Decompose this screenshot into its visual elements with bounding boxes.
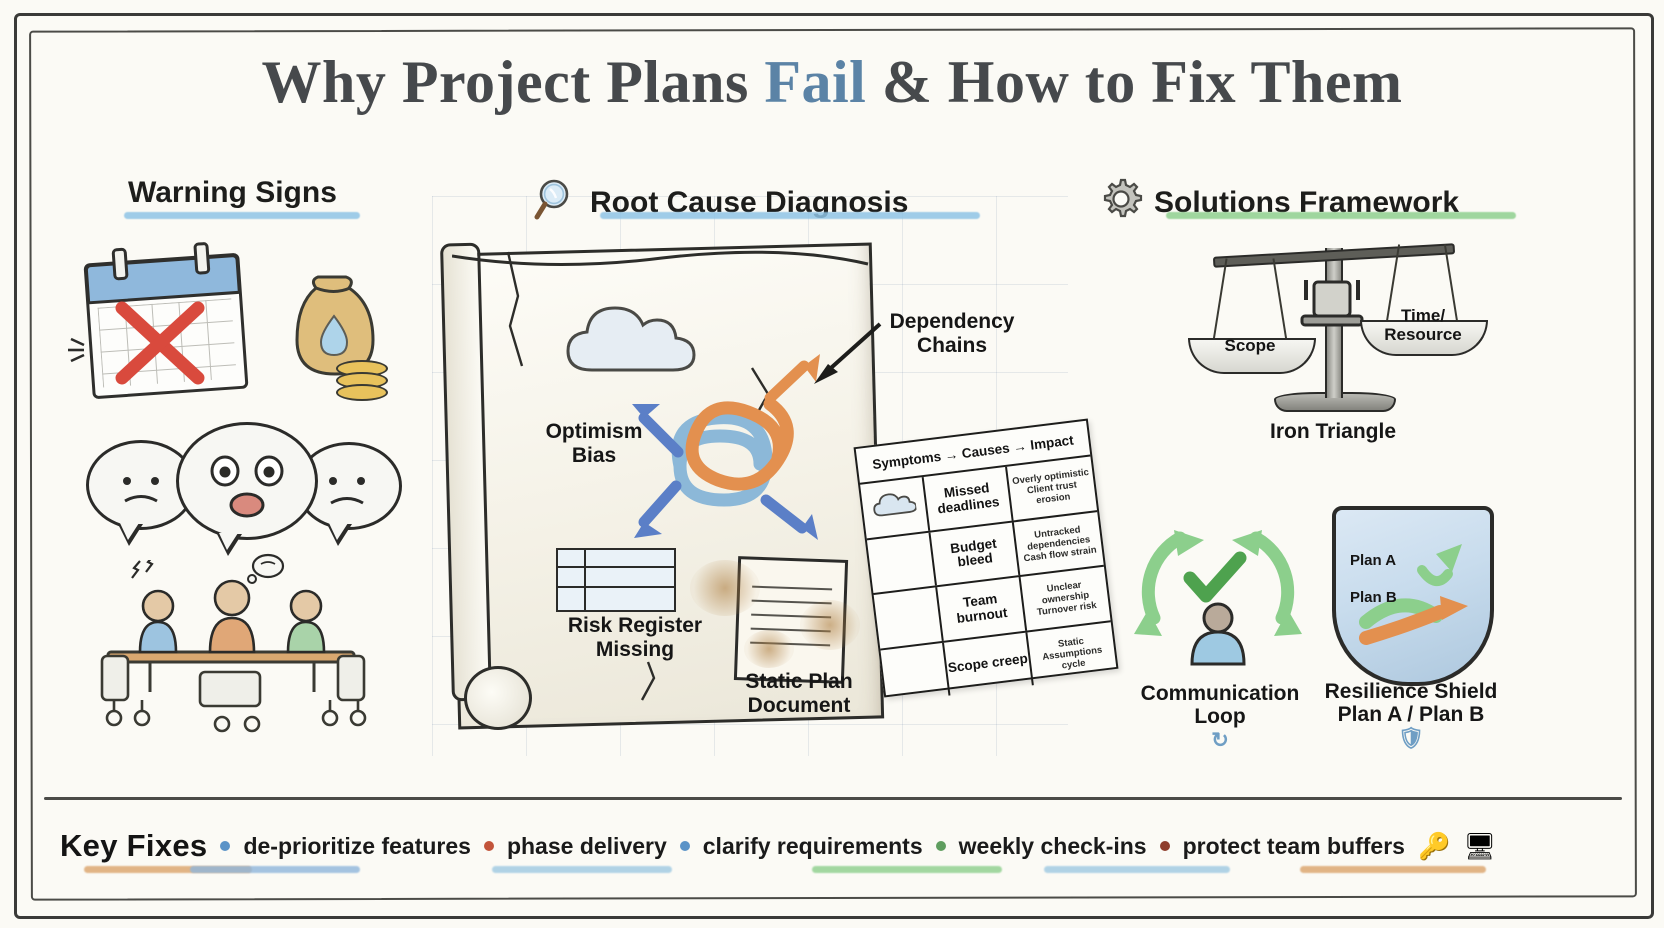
symptom-cell	[880, 642, 951, 704]
bullet-dot	[1159, 841, 1170, 851]
key-fix-underline	[84, 866, 252, 873]
impact-cell: Overly optimistic Client trust erosion	[1011, 467, 1090, 507]
key-fix-underline	[1300, 866, 1486, 873]
symptom-cell	[873, 587, 944, 649]
key-fix-item: de-prioritize features	[243, 832, 471, 859]
section-label-warning-signs: Warning Signs	[128, 176, 337, 209]
key-fix-underline	[492, 866, 672, 873]
underline-warning-signs	[124, 212, 360, 219]
label-risk-register-missing: Risk Register Missing	[567, 614, 703, 661]
coffee-stain	[744, 630, 794, 668]
label-dependency-chains: Dependency Chains	[889, 310, 1015, 357]
gear-icon	[1098, 176, 1144, 230]
symptom-cell	[860, 476, 931, 538]
symptom-cell	[866, 532, 937, 593]
key-icon: 🔑	[1417, 830, 1451, 861]
bullet-dot	[679, 841, 690, 851]
title-part-1: Why Project Plans	[261, 49, 765, 115]
key-fix-underline	[812, 866, 1002, 873]
bullet-dot	[483, 841, 494, 851]
key-fix-item: clarify requirements	[702, 832, 923, 859]
worried-face-bubble-center	[176, 422, 318, 556]
page-title: Why Project Plans Fail & How to Fix Them	[0, 48, 1664, 117]
label-resilience-shield: Resilience Shield Plan A / Plan B 🛡	[1324, 679, 1498, 750]
coin-icon	[336, 384, 388, 401]
symptoms-causes-impact-table: Symptoms → Causes → Impact Missed deadli…	[853, 418, 1119, 704]
label-iron-triangle: Iron Triangle	[1269, 420, 1397, 443]
cause-cell: Team burnout	[937, 576, 1028, 641]
cause-cell: Missed deadlines	[923, 466, 1014, 531]
key-fix-item: weekly check-ins	[958, 832, 1147, 859]
scale-pan-left	[1188, 338, 1316, 374]
dependency-knot-illustration	[620, 346, 870, 566]
cloud-icon	[871, 490, 918, 524]
scroll-bottom-curl	[464, 666, 532, 730]
refresh-icon: ↻	[1211, 728, 1229, 752]
title-part-2: & How to Fix Them	[866, 49, 1403, 115]
cause-cell: Budget bleed	[930, 521, 1021, 586]
table-row: Missed deadlines Overly optimistic Clien…	[860, 456, 1098, 540]
coffee-stain	[690, 560, 760, 616]
red-x-icon	[112, 300, 208, 386]
label-static-plan-document: Static Plan Document	[745, 670, 853, 717]
budget-bleed-money-bag-icon	[282, 272, 386, 388]
label-time-resource: Time/ Resource	[1384, 306, 1462, 345]
impact-cell: Static Assumptions cycle	[1041, 635, 1103, 672]
impact-cell: Untracked dependencies Cash flow strain	[1023, 524, 1098, 565]
key-fix-underline	[190, 866, 360, 873]
key-fix-item: phase delivery	[506, 832, 667, 859]
shield-plan-labels: Plan A Plan B	[1350, 552, 1397, 606]
calendar-stress-marks	[62, 330, 102, 375]
key-fix-underline	[1044, 866, 1230, 873]
bullet-dot	[220, 841, 231, 851]
cause-cell: Scope creep	[943, 632, 1034, 696]
scale-pan-right	[1360, 320, 1488, 356]
magnifier-icon	[534, 176, 580, 230]
section-heading-solutions: Solutions Framework	[1098, 176, 1459, 230]
scale-fulcrum-icon	[1296, 276, 1368, 345]
desk-icon: 🖥	[1463, 830, 1497, 861]
bottom-divider	[44, 797, 1622, 800]
key-fixes-bar: Key Fixes de-prioritize features phase d…	[60, 818, 1620, 874]
communication-loop-illustration	[1128, 506, 1308, 676]
coffee-stain	[800, 600, 860, 650]
stressed-team-meeting-illustration	[80, 554, 400, 740]
underline-solutions	[1166, 212, 1516, 219]
resilience-shield-icon: Plan A Plan B	[1332, 506, 1494, 686]
label-optimism-bias: Optimism Bias	[545, 420, 643, 467]
label-communication-loop: Communication Loop ↻	[1140, 681, 1300, 752]
section-heading-warning-signs: Warning Signs	[128, 176, 337, 210]
underline-root-cause	[600, 212, 980, 219]
bullet-dot	[935, 841, 946, 851]
section-heading-root-cause: Root Cause Diagnosis	[534, 176, 908, 230]
shield-icon: 🛡	[1397, 726, 1425, 750]
label-scope: Scope	[1224, 336, 1276, 355]
title-accent-fail: Fail	[764, 49, 867, 115]
cloud-icon	[560, 300, 710, 386]
poster-outer-border	[14, 13, 1654, 919]
small-thought-bubble-icon	[244, 552, 288, 591]
impact-cell: Unclear ownership Turnover risk	[1036, 579, 1098, 619]
dependency-chains-pointer-arrow	[800, 316, 886, 397]
key-fixes-title: Key Fixes	[60, 828, 208, 863]
key-fix-item: protect team buffers	[1182, 832, 1405, 859]
risk-register-table-icon	[556, 548, 676, 612]
